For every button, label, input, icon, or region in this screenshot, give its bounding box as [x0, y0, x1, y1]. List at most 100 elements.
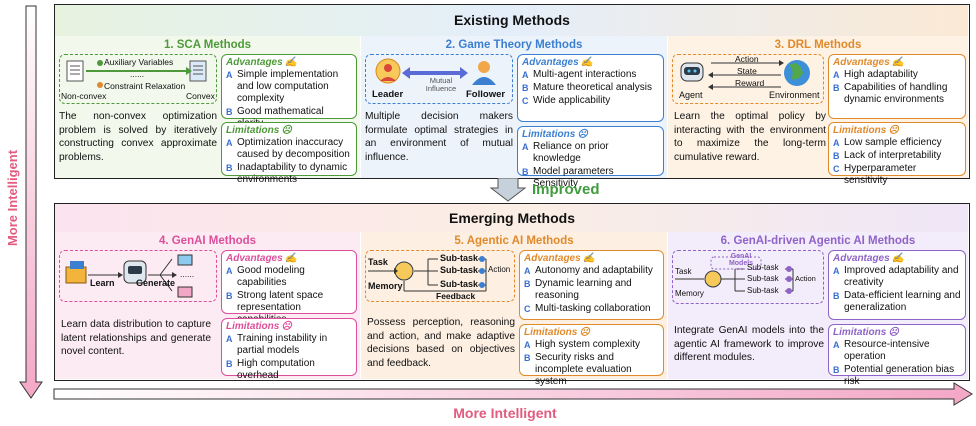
subtask-label-1: Sub-task	[440, 253, 479, 263]
sca-constraint-label: Constraint Relaxation	[104, 81, 186, 91]
agentic-advantages-head: Advantages	[524, 253, 581, 264]
sca-left-label: Non-convex	[61, 91, 107, 101]
existing-title: Existing Methods	[454, 12, 570, 28]
leader-label: Leader	[372, 89, 404, 100]
generate-label: Generate	[136, 278, 176, 288]
sca-description: The non-convex optimization problem is s…	[59, 111, 217, 163]
genai-models-label: GenAI Models	[728, 253, 754, 267]
subtask-label-3: Sub-task	[440, 279, 479, 289]
genai-title: 4. GenAI Methods	[158, 235, 257, 247]
sca-right-label: Convex	[186, 91, 215, 101]
drl-title: 3. DRL Methods	[774, 39, 862, 51]
sca-advantages-head: Advantages	[226, 57, 283, 68]
bottom-label: More Intelligent	[453, 405, 557, 421]
subtask-label-3: Sub-task	[747, 286, 779, 295]
side-label: More Intelligent	[5, 149, 20, 247]
game-description: Multiple decision makers formulate optim…	[365, 111, 513, 163]
sca-diagram-icons	[66, 60, 207, 88]
genai-dots: ......	[180, 269, 195, 279]
genai-agentic-diagram: GenAI Models Task Memory Sub-task Sub-ta…	[672, 250, 824, 304]
reward-label: Reward	[735, 78, 765, 88]
agent-label: Agent	[679, 90, 703, 100]
environment-label: Environment	[769, 90, 820, 100]
emerging-title: Emerging Methods	[448, 210, 575, 226]
sca-limitations-head: Limitations	[226, 125, 280, 136]
genai-diagram-icons	[65, 254, 193, 298]
drl-diagram-icons	[680, 60, 810, 90]
limitation-icon: ☹	[577, 129, 588, 140]
agentic-title: 5. Agentic AI Methods	[454, 235, 574, 247]
advantage-icon: ✍	[580, 57, 594, 68]
emerging-header-band	[55, 204, 968, 232]
genai-agentic-diagram-icons	[675, 256, 794, 294]
follower-label: Follower	[466, 89, 506, 100]
genai-description: Learn data distribution to capture laten…	[61, 319, 211, 357]
action-label: Action	[488, 265, 511, 274]
horizontal-arrow	[53, 382, 973, 406]
limitation-icon: ☹	[281, 125, 292, 136]
sca-aux-label: Auxiliary Variables	[104, 57, 174, 67]
action-label: Action	[735, 54, 759, 64]
improved-arrow	[490, 178, 526, 202]
limitation-icon: ☹	[579, 327, 590, 338]
existing-methods-box: Existing Methods 1. SCA Methods Auxiliar…	[54, 4, 970, 189]
genai-agentic-limitations-head: Limitations	[833, 327, 887, 338]
limitation-icon: ☹	[888, 327, 899, 338]
learn-label: Learn	[90, 278, 115, 288]
limitation-icon: ☹	[888, 125, 899, 136]
agentic-panel: 5. Agentic AI Methods Task Memory Sub-ta…	[361, 232, 667, 387]
emerging-methods-box: Emerging Methods 4. GenAI Methods Learn …	[54, 203, 970, 387]
drl-limitations-head: Limitations	[833, 125, 887, 136]
game-title: 2. Game Theory Methods	[445, 39, 583, 51]
game-diagram-icons	[375, 58, 496, 85]
agentic-diagram-icons	[368, 256, 487, 292]
action-label: Action	[795, 274, 816, 283]
drl-panel: 3. DRL Methods Action State Reward Agent…	[668, 36, 968, 186]
game-limitations-head: Limitations	[522, 129, 576, 140]
advantage-icon: ✍	[284, 253, 298, 264]
improved-label: Improved	[532, 181, 600, 198]
task-label: Task	[675, 267, 692, 276]
genai-advantages-head: Advantages	[226, 253, 283, 264]
subtask-label-1: Sub-task	[747, 263, 779, 272]
task-label: Task	[368, 257, 388, 267]
advantage-icon: ✍	[582, 253, 596, 264]
genai-agentic-panel: 6. GenAI-driven Agentic AI Methods GenAI…	[668, 232, 968, 387]
genai-panel: 4. GenAI Methods Learn Generate ...... L…	[55, 232, 360, 382]
drl-description: Learn the optimal policy by interacting …	[674, 111, 826, 163]
genai-agentic-advantages-head: Advantages	[833, 253, 890, 264]
